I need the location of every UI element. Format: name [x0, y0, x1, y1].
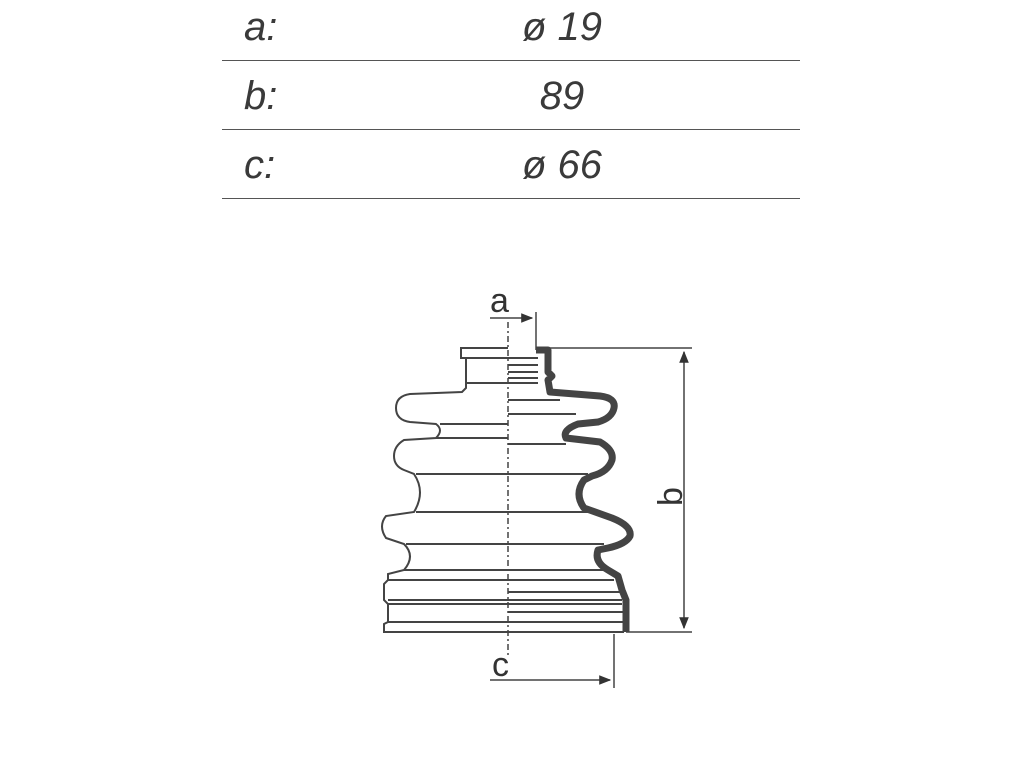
spec-value-c: ø 66	[521, 143, 603, 187]
spec-row-b: b: 89	[222, 61, 800, 130]
spec-row-a: a: ø 19	[222, 0, 800, 61]
spec-label-b: b:	[244, 74, 278, 118]
spec-row-c: c: ø 66	[222, 130, 800, 199]
dimension-label-a: a	[490, 282, 509, 320]
dimension-c	[490, 634, 615, 688]
dimension-label-c: c	[492, 646, 509, 684]
boot-outline-left	[381, 347, 508, 633]
boot-section-right	[508, 346, 634, 633]
spec-table: a: ø 19 b: 89 c: ø 66	[222, 0, 800, 199]
spec-label-a: a:	[244, 5, 278, 49]
dimension-label-b: b	[652, 487, 690, 506]
dimension-a	[490, 312, 537, 350]
dimension-b	[548, 347, 692, 633]
spec-value-b: 89	[539, 74, 585, 118]
spec-label-c: c:	[244, 143, 276, 187]
spec-value-a: ø 19	[521, 5, 603, 49]
